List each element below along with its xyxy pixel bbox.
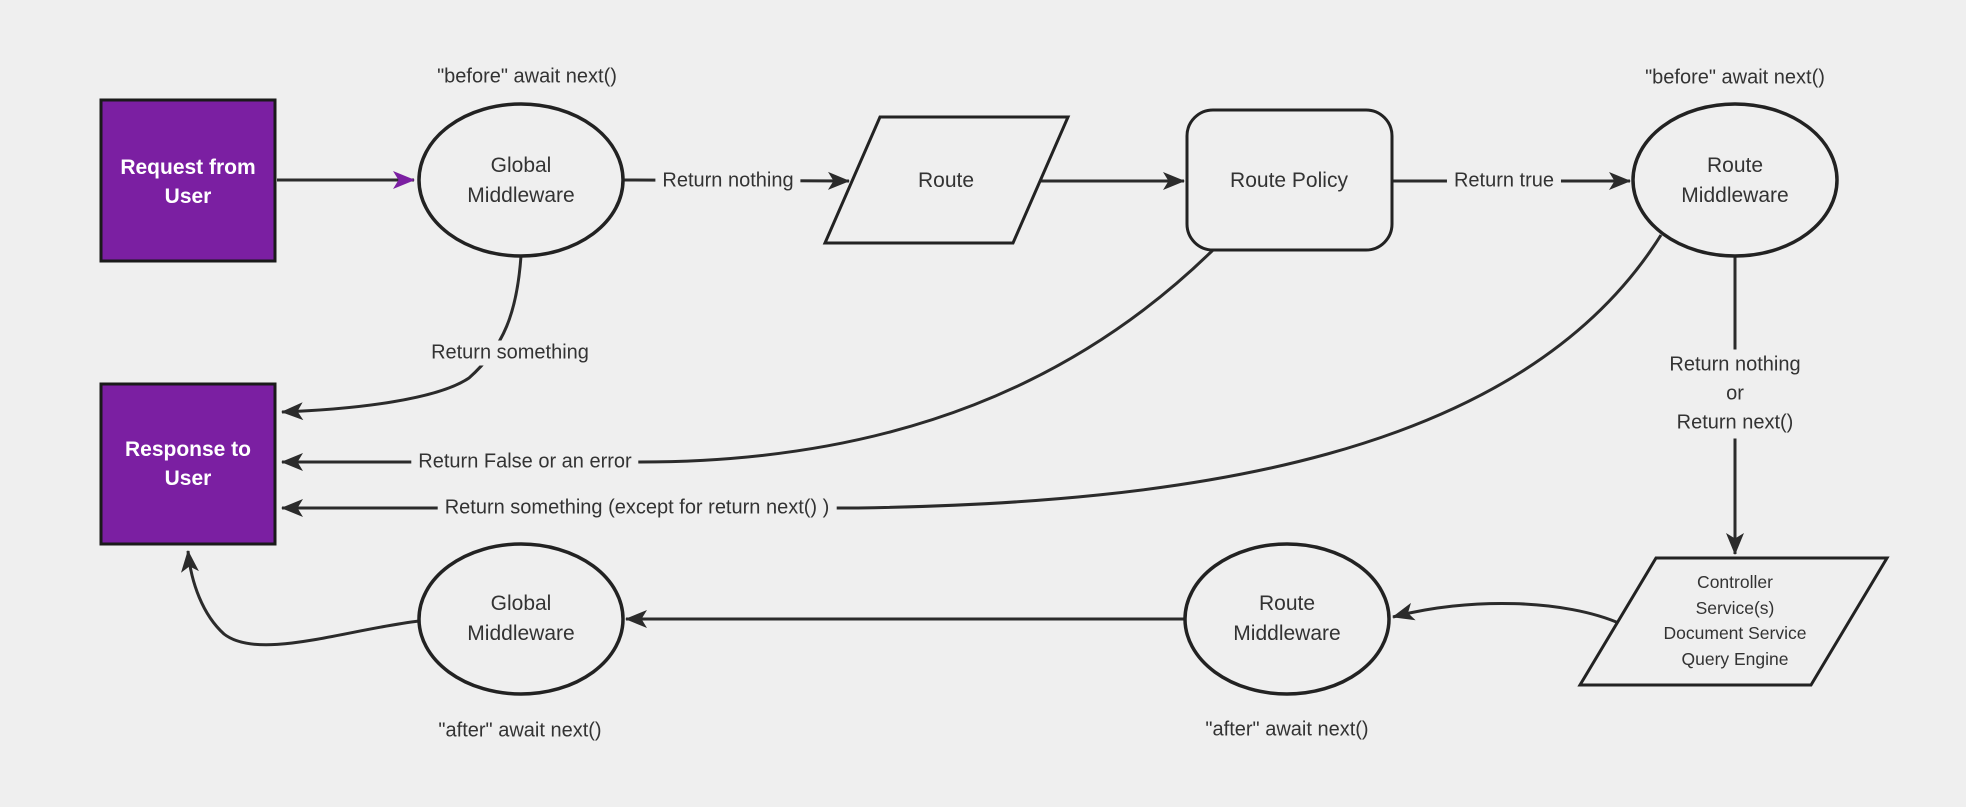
edge-controller-to-route-middleware-after	[1392, 601, 1622, 626]
return-nothing-or-line3: Return next()	[1676, 411, 1794, 434]
response-node-label-line1: Response to	[124, 438, 252, 461]
controller-label-line3: Document Service	[1663, 623, 1807, 643]
return-nothing-or-line1: Return nothing	[1669, 353, 1801, 376]
route-middleware-before-line2: Middleware	[1681, 184, 1789, 207]
before-await-next-route-label: "before" await next()	[1645, 66, 1825, 89]
request-node-label-line2: User	[164, 185, 212, 208]
route-middleware-after-line1: Route	[1258, 592, 1316, 615]
global-middleware-after-node	[417, 542, 625, 696]
controller-services-node	[1577, 556, 1890, 687]
return-something-label: Return something	[424, 340, 596, 366]
route-middleware-before-line1: Route	[1706, 154, 1764, 177]
edge-return-something-except	[281, 234, 1663, 517]
global-middleware-before-label: Global Middleware	[467, 151, 574, 211]
global-middleware-before-line1: Global	[490, 154, 552, 177]
route-middleware-before-node	[1631, 102, 1839, 258]
return-true-label: Return true	[1446, 168, 1562, 194]
response-node-label: Response to User	[125, 435, 251, 493]
before-await-next-global-label: "before" await next()	[437, 65, 617, 88]
after-await-next-global-label: "after" await next()	[438, 719, 602, 742]
global-middleware-before-node	[417, 102, 625, 258]
controller-label-line4: Query Engine	[1681, 648, 1789, 669]
return-nothing-label: Return nothing	[655, 168, 801, 194]
route-middleware-after-node	[1183, 542, 1391, 696]
route-policy-node-label: Route Policy	[1230, 169, 1348, 192]
return-something-except-label: Return something (except for return next…	[437, 495, 837, 521]
response-node-label-line2: User	[164, 467, 212, 490]
global-middleware-before-line2: Middleware	[467, 184, 575, 207]
route-policy-node	[1185, 108, 1394, 252]
controller-label-line1: Controller	[1697, 572, 1773, 592]
global-middleware-after-line1: Global	[490, 592, 552, 615]
return-nothing-or-line2: or	[1726, 382, 1744, 405]
edge-return-false	[281, 248, 1215, 471]
route-node-label: Route	[917, 169, 975, 192]
controller-services-label: Controller Service(s) Document Service Q…	[1664, 570, 1807, 672]
route-middleware-after-label: Route Middleware	[1233, 589, 1340, 649]
global-middleware-after-label: Global Middleware	[467, 589, 574, 649]
route-middleware-after-line2: Middleware	[1233, 622, 1341, 645]
global-middleware-after-line2: Middleware	[467, 622, 575, 645]
request-from-user-node	[99, 98, 277, 263]
edge-global-middleware-after-to-response	[181, 550, 420, 647]
controller-label-line2: Service(s)	[1695, 597, 1775, 618]
request-node-label-line1: Request from	[120, 156, 256, 179]
route-middleware-before-label: Route Middleware	[1681, 151, 1788, 211]
response-to-user-node	[99, 382, 277, 546]
after-await-next-route-label: "after" await next()	[1205, 718, 1369, 741]
route-node	[822, 115, 1071, 245]
return-false-label: Return False or an error	[411, 449, 639, 475]
request-node-label: Request from User	[120, 153, 255, 211]
edge-return-something	[281, 255, 523, 421]
return-nothing-or-next-label: Return nothing or Return next()	[1662, 349, 1808, 439]
